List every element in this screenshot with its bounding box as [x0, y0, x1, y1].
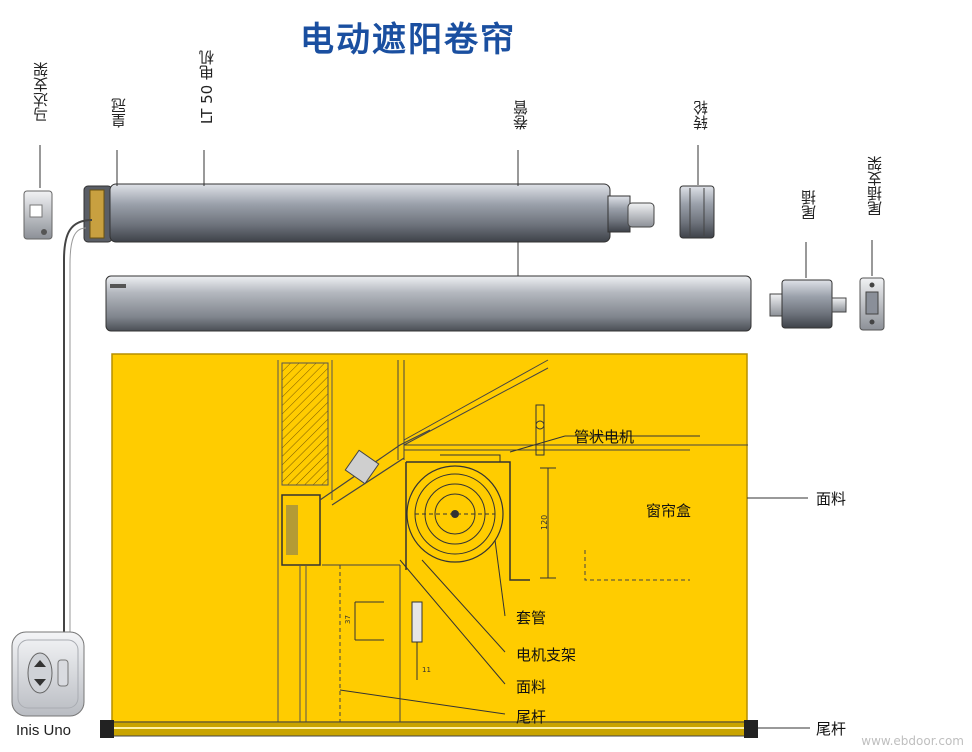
label-section-bottom-bar: 尾杆 [516, 708, 547, 726]
label-motor-bracket: 马达支架 [32, 62, 50, 122]
label-tube-motor: 管状电机 [574, 428, 635, 446]
label-motor: LT 50 电机 [198, 50, 216, 125]
dim-120-text: 120 [540, 515, 549, 530]
label-end-plug-bracket: 尾插支架 [866, 156, 884, 216]
remote-label: Inis Uno [16, 722, 72, 739]
label-sleeve: 套管 [516, 609, 547, 627]
label-fabric: 面料 [816, 490, 847, 508]
end-plug [769, 279, 847, 329]
label-section-motor-bracket: 电机支架 [516, 646, 577, 664]
label-roller-tube: 卷管 [512, 100, 530, 130]
remote-control [11, 631, 85, 717]
roller-tube [105, 275, 752, 332]
end-plug-bracket [859, 277, 885, 331]
label-end-plug: 尾插 [800, 190, 818, 220]
page-title: 电动遮阳卷帘 [300, 20, 516, 60]
dim-37-text: 37 [344, 615, 352, 624]
dim-11-text: 11 [422, 666, 431, 674]
label-wheel: 转轮 [692, 100, 710, 130]
watermark: www.ebdoor.com [861, 734, 964, 748]
label-section-fabric: 面料 [516, 678, 547, 696]
label-crown: 皇冠 [110, 98, 128, 128]
wheel-part [679, 185, 715, 239]
motor-bracket [23, 190, 53, 240]
bottom-bar [100, 720, 758, 738]
label-cassette: 窗帘盒 [646, 502, 692, 520]
motor-assembly [83, 183, 655, 243]
fabric-panel: 120 37 11 [111, 353, 748, 723]
label-bottom-bar: 尾杆 [816, 720, 847, 738]
